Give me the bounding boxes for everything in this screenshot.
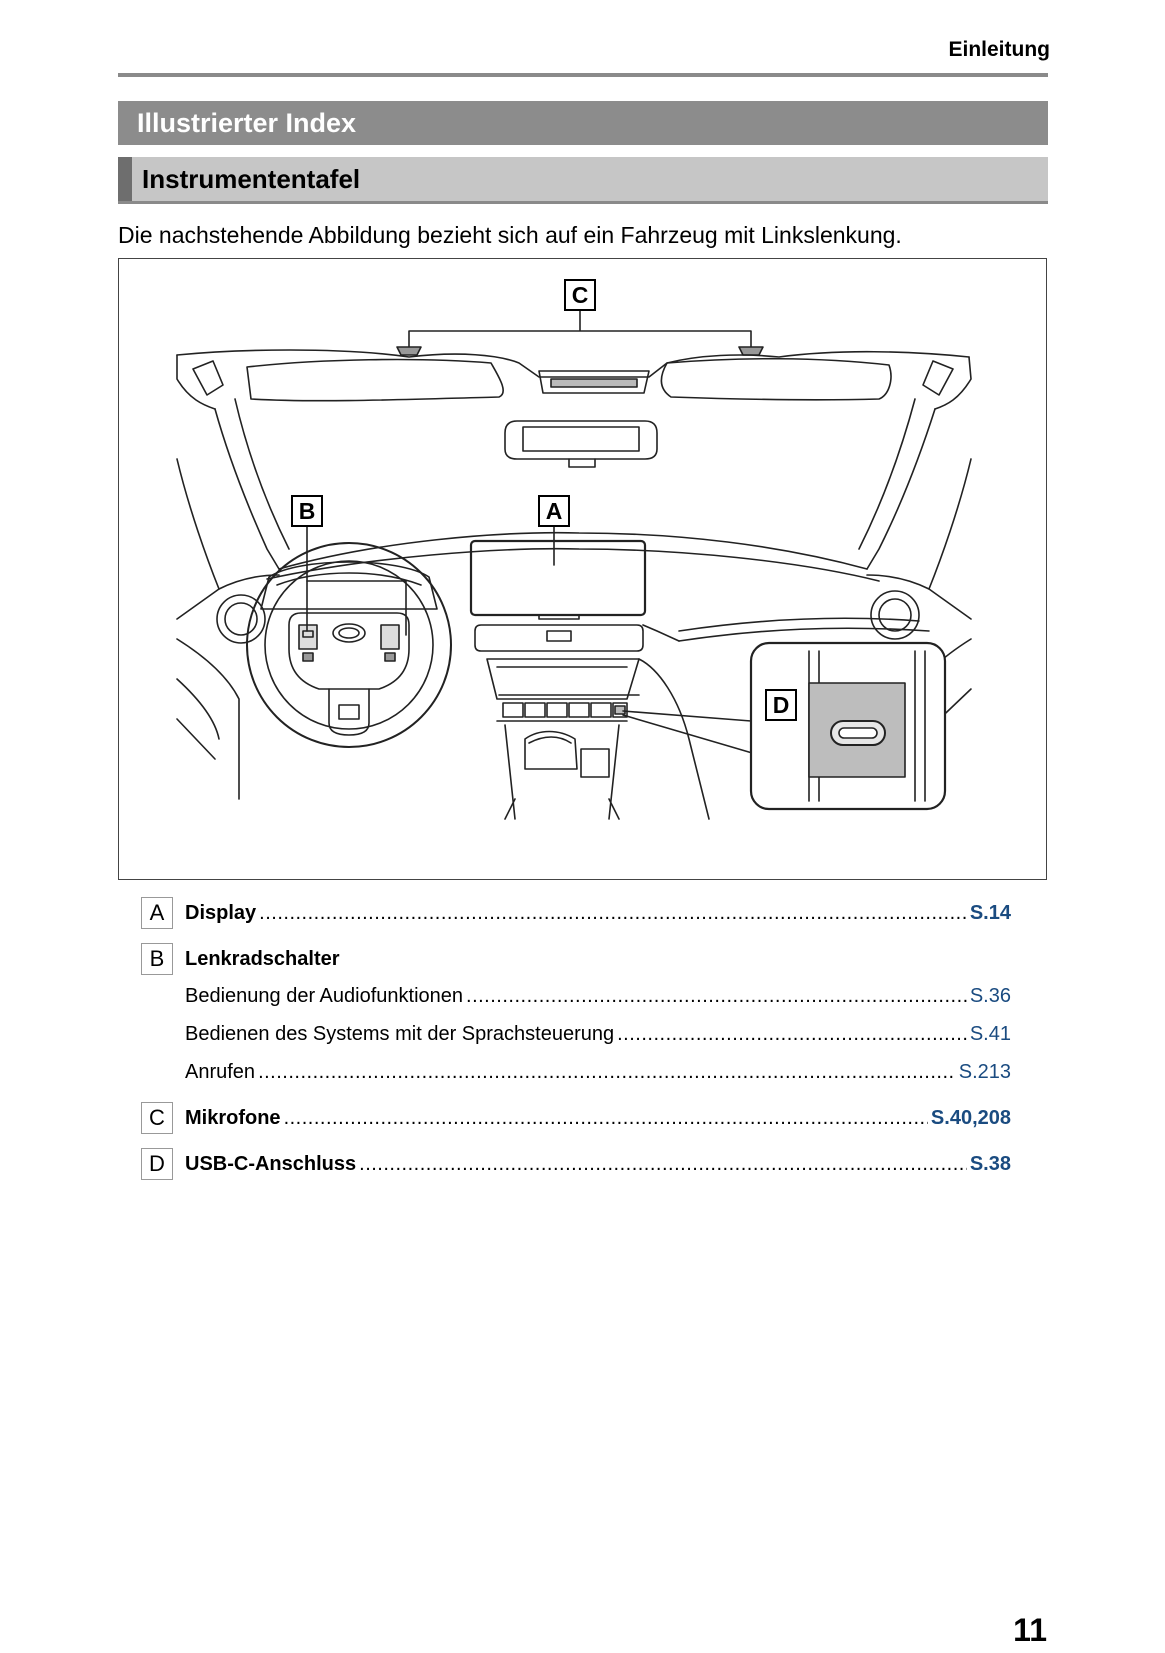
main-title: Illustrierter Index — [137, 108, 357, 138]
sub-title: Instrumententafel — [142, 164, 361, 194]
sub-entry-calling: Anrufen S.213 — [185, 1061, 1011, 1089]
callout-b: B — [291, 495, 323, 527]
leader-dots — [466, 985, 967, 1008]
entry-label: Anrufen — [185, 1061, 256, 1083]
page-ref-link[interactable]: S.40,208 — [930, 1107, 1011, 1129]
entry-label: Bedienen des Systems mit der Sprachsteue… — [185, 1023, 615, 1045]
letter-box-d: D — [141, 1148, 173, 1180]
page-ref-link[interactable]: S.14 — [969, 902, 1011, 924]
leader-dots — [617, 1023, 967, 1046]
sub-entry-voice-control: Bedienen des Systems mit der Sprachsteue… — [185, 1023, 1011, 1051]
sub-title-bar: Instrumententafel — [118, 157, 1048, 204]
entry-label: Bedienung der Audiofunktionen — [185, 985, 464, 1007]
page-number: 11 — [1013, 1612, 1047, 1648]
entry-label: Display — [185, 902, 257, 924]
page-ref-link[interactable]: S.38 — [969, 1153, 1011, 1175]
main-title-bar: Illustrierter Index — [118, 101, 1048, 145]
callout-c: C — [564, 279, 596, 311]
dashboard-illustration: C B A D — [118, 258, 1047, 880]
leader-dots — [259, 902, 967, 925]
leader-dots — [284, 1107, 928, 1130]
entry-label: USB-C-Anschluss — [185, 1153, 357, 1175]
entry-label: Mikrofone — [185, 1107, 281, 1129]
letter-box-a: A — [141, 897, 173, 929]
letter-box-b: B — [141, 943, 173, 975]
page-ref-link[interactable]: S.36 — [969, 985, 1011, 1007]
callout-a: A — [538, 495, 570, 527]
sub-entry-audio: Bedienung der Audiofunktionen S.36 — [185, 985, 1011, 1013]
page-ref-link[interactable]: S.41 — [969, 1023, 1011, 1045]
index-entry-display: A Display S.14 — [141, 897, 1011, 929]
callout-d: D — [765, 689, 797, 721]
header-divider — [118, 73, 1048, 77]
page-ref-link[interactable]: S.213 — [958, 1061, 1011, 1083]
section-header: Einleitung — [948, 38, 1051, 61]
letter-box-c: C — [141, 1102, 173, 1134]
index-entry-usb-c: D USB-C-Anschluss S.38 — [141, 1148, 1011, 1180]
index-entry-lenkradschalter: B Lenkradschalter — [141, 943, 1011, 975]
sub-title-accent — [118, 157, 132, 201]
index-entry-mikrofone: C Mikrofone S.40,208 — [141, 1102, 1011, 1134]
intro-text: Die nachstehende Abbildung bezieht sich … — [118, 222, 902, 248]
leader-dots — [258, 1061, 956, 1084]
dashboard-drawing — [176, 310, 972, 820]
entry-label: Lenkradschalter — [185, 948, 340, 970]
leader-dots — [359, 1153, 967, 1176]
